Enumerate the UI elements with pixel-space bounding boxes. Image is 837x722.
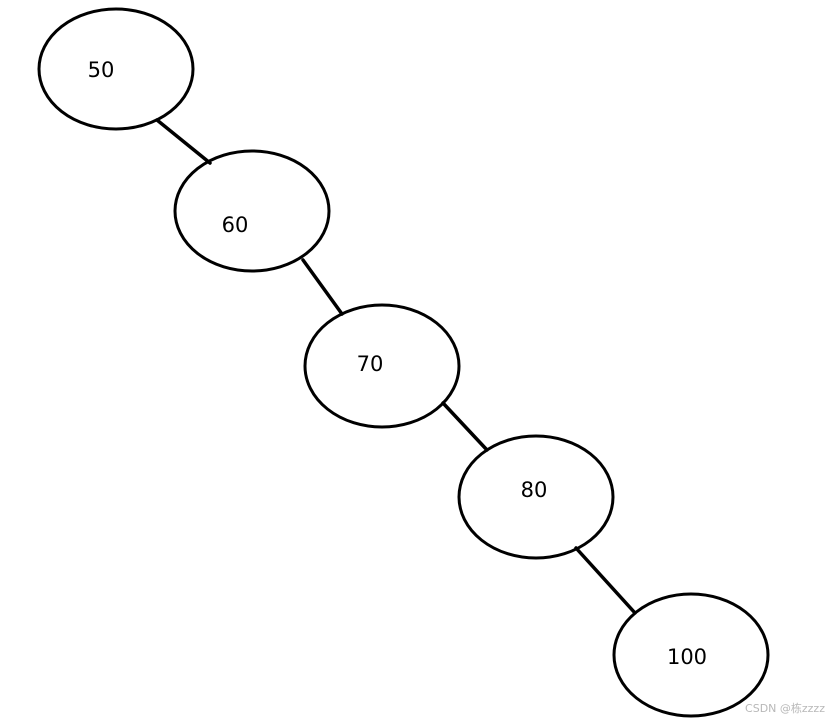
tree-node-60: 60 [173, 149, 331, 273]
tree-node-100: 100 [612, 592, 770, 718]
tree-node-70: 70 [303, 303, 461, 429]
node-label: 70 [357, 352, 384, 376]
tree-node-50: 50 [37, 7, 195, 131]
node-ellipse [612, 592, 770, 718]
node-label: 50 [88, 58, 115, 82]
edge-50-60 [155, 118, 212, 165]
watermark: CSDN @栋zzzz [745, 702, 825, 715]
node-ellipse [37, 7, 195, 131]
edge-80-100 [574, 546, 637, 615]
node-label: 80 [521, 478, 548, 502]
node-ellipse [457, 434, 615, 560]
edge-60-70 [301, 258, 344, 316]
node-label: 100 [667, 645, 707, 669]
node-ellipse [173, 149, 331, 273]
tree-node-80: 80 [457, 434, 615, 560]
edge-70-80 [441, 401, 489, 452]
node-label: 60 [222, 213, 249, 237]
node-ellipse [303, 303, 461, 429]
